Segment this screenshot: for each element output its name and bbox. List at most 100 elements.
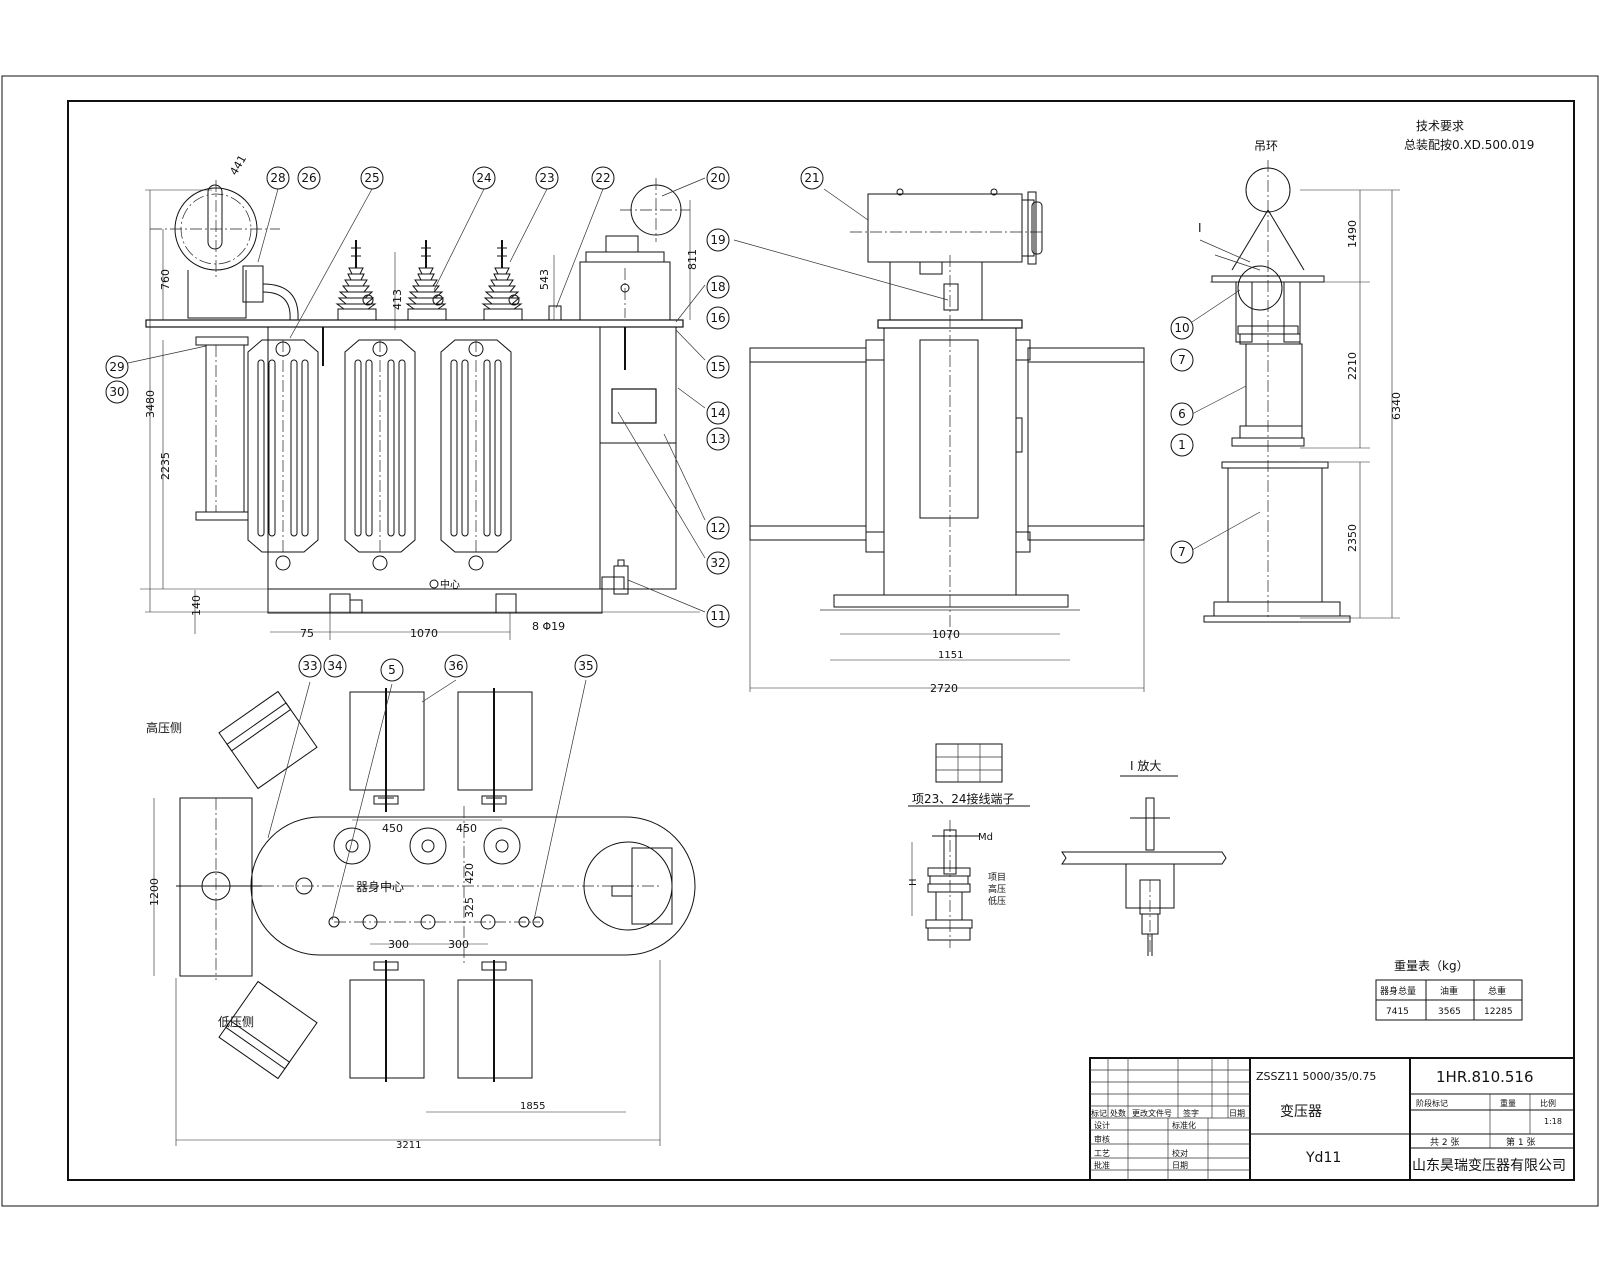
svg-text:33: 33 bbox=[302, 659, 317, 673]
terminal-note-1: 项目 bbox=[988, 872, 1006, 883]
svg-text:29: 29 bbox=[109, 360, 124, 374]
svg-text:13: 13 bbox=[710, 432, 725, 446]
balloon-12: 12 bbox=[706, 516, 730, 540]
tech-req-line: 总装配按0.XD.500.019 bbox=[1404, 138, 1534, 152]
svg-text:28: 28 bbox=[270, 171, 285, 185]
svg-text:15: 15 bbox=[710, 360, 725, 374]
dim-8phi19: 8 Φ19 bbox=[532, 620, 565, 633]
dim-325: 325 bbox=[463, 897, 476, 918]
balloon-34: 34 bbox=[323, 654, 347, 678]
scale-value: 1:18 bbox=[1544, 1117, 1562, 1126]
balloon-18: 18 bbox=[706, 275, 730, 299]
svg-text:21: 21 bbox=[804, 171, 819, 185]
product-name: 变压器 bbox=[1280, 1104, 1322, 1120]
dim-420: 420 bbox=[463, 863, 476, 884]
sign2-label-2: 校对 bbox=[1172, 1148, 1188, 1158]
svg-text:12: 12 bbox=[710, 521, 725, 535]
weight-header-1: 器身总量 bbox=[1380, 985, 1416, 997]
balloons: 28 26 25 24 23 22 20 18 16 15 14 13 12 3… bbox=[105, 166, 1194, 682]
row-label-3: 更改文件号 bbox=[1132, 1108, 1172, 1118]
lifting-label: 吊环 bbox=[1254, 139, 1278, 153]
dim-450b: 450 bbox=[456, 822, 477, 835]
svg-text:35: 35 bbox=[578, 659, 593, 673]
title-block: 标记 处数 更改文件号 签字 日期 设计 审核 工艺 批准 标准化 校对 日期 … bbox=[1089, 1057, 1575, 1181]
balloon-22: 22 bbox=[591, 166, 615, 190]
balloon-24: 24 bbox=[472, 166, 496, 190]
dim-760: 760 bbox=[159, 269, 172, 290]
label-h: H bbox=[908, 878, 919, 886]
balloon-20: 20 bbox=[706, 166, 730, 190]
enlarge-label: I 放大 bbox=[1130, 758, 1161, 773]
balloon-7b: 7 bbox=[1170, 540, 1194, 564]
stage-label: 阶段标记 bbox=[1416, 1098, 1448, 1108]
terminal-detail: 项23、24接线端子 Md H 项目 高压 低压 bbox=[908, 743, 1030, 948]
svg-text:6: 6 bbox=[1178, 407, 1186, 421]
weight-value-2: 3565 bbox=[1438, 1007, 1461, 1017]
balloon-10: 10 bbox=[1170, 316, 1194, 340]
row-label-4: 签字 bbox=[1183, 1108, 1199, 1118]
svg-text:7: 7 bbox=[1178, 353, 1186, 367]
dim-1070b: 1070 bbox=[932, 628, 960, 641]
svg-text:30: 30 bbox=[109, 385, 124, 399]
sign-label-2: 审核 bbox=[1094, 1134, 1110, 1144]
weight-label: 重量 bbox=[1500, 1098, 1516, 1108]
sign2-label-3: 日期 bbox=[1172, 1161, 1188, 1170]
dim-2235: 2235 bbox=[159, 452, 172, 480]
body-center-label: 器身中心 bbox=[356, 879, 404, 894]
enlarge-detail: I 放大 bbox=[1061, 758, 1227, 956]
svg-text:10: 10 bbox=[1174, 321, 1189, 335]
weight-header-2: 油重 bbox=[1440, 985, 1458, 997]
svg-text:1: 1 bbox=[1178, 438, 1186, 452]
balloon-33: 33 bbox=[298, 654, 322, 678]
dim-1855: 1855 bbox=[520, 1101, 545, 1112]
svg-text:7: 7 bbox=[1178, 545, 1186, 559]
balloon-36: 36 bbox=[444, 654, 468, 678]
balloon-15: 15 bbox=[706, 355, 730, 379]
dim-1070a: 1070 bbox=[410, 627, 438, 640]
model-text: ZSSZ11 5000/35/0.75 bbox=[1256, 1070, 1376, 1083]
svg-text:24: 24 bbox=[476, 171, 491, 185]
dim-6340: 6340 bbox=[1390, 392, 1403, 420]
weight-table-title: 重量表（kg） bbox=[1394, 959, 1469, 973]
balloon-28: 28 bbox=[266, 166, 290, 190]
balloon-25: 25 bbox=[360, 166, 384, 190]
weight-header-3: 总重 bbox=[1488, 985, 1506, 997]
dim-1490: 1490 bbox=[1346, 220, 1359, 248]
balloon-14: 14 bbox=[706, 401, 730, 425]
vector-group: Yd11 bbox=[1305, 1150, 1341, 1166]
sheet-number: 第 1 张 bbox=[1506, 1136, 1535, 1148]
balloon-29: 29 bbox=[105, 355, 129, 379]
side-view: 1070 1151 2720 bbox=[749, 188, 1145, 695]
dim-75: 75 bbox=[300, 627, 314, 640]
dim-2350: 2350 bbox=[1346, 524, 1359, 552]
dim-2720: 2720 bbox=[930, 682, 958, 695]
dim-300b: 300 bbox=[448, 938, 469, 951]
svg-text:25: 25 bbox=[364, 171, 379, 185]
balloon-23: 23 bbox=[535, 166, 559, 190]
sign-label-3: 工艺 bbox=[1094, 1149, 1110, 1158]
sign-label-4: 批准 bbox=[1094, 1160, 1110, 1170]
balloon-35: 35 bbox=[574, 654, 598, 678]
balloon-32: 32 bbox=[706, 551, 730, 575]
svg-text:19: 19 bbox=[710, 233, 725, 247]
weight-table: 重量表（kg） 器身总量 油重 总重 7415 3565 12285 bbox=[1375, 959, 1523, 1021]
tech-req-title: 技术要求 bbox=[1416, 119, 1464, 133]
dim-450a: 450 bbox=[382, 822, 403, 835]
lifting-view: 技术要求 总装配按0.XD.500.019 吊环 I 1490 2210 bbox=[1198, 119, 1534, 623]
dim-1200: 1200 bbox=[148, 878, 161, 906]
terminal-note-2: 高压 bbox=[988, 883, 1006, 895]
dim-543: 543 bbox=[538, 269, 551, 290]
dim-811: 811 bbox=[686, 249, 699, 270]
balloon-26: 26 bbox=[297, 166, 321, 190]
svg-text:26: 26 bbox=[301, 171, 316, 185]
svg-text:5: 5 bbox=[388, 663, 396, 677]
svg-text:32: 32 bbox=[710, 556, 725, 570]
low-side-label: 低压侧 bbox=[218, 1015, 254, 1029]
svg-text:34: 34 bbox=[327, 659, 342, 673]
terminal-caption: 项23、24接线端子 bbox=[912, 791, 1015, 806]
company-name: 山东昊瑞变压器有限公司 bbox=[1412, 1158, 1566, 1174]
drawing-number: 1HR.810.516 bbox=[1436, 1068, 1534, 1086]
plan-view: 高压侧 低压侧 器身中心 bbox=[146, 687, 696, 1151]
dim-300a: 300 bbox=[388, 938, 409, 951]
